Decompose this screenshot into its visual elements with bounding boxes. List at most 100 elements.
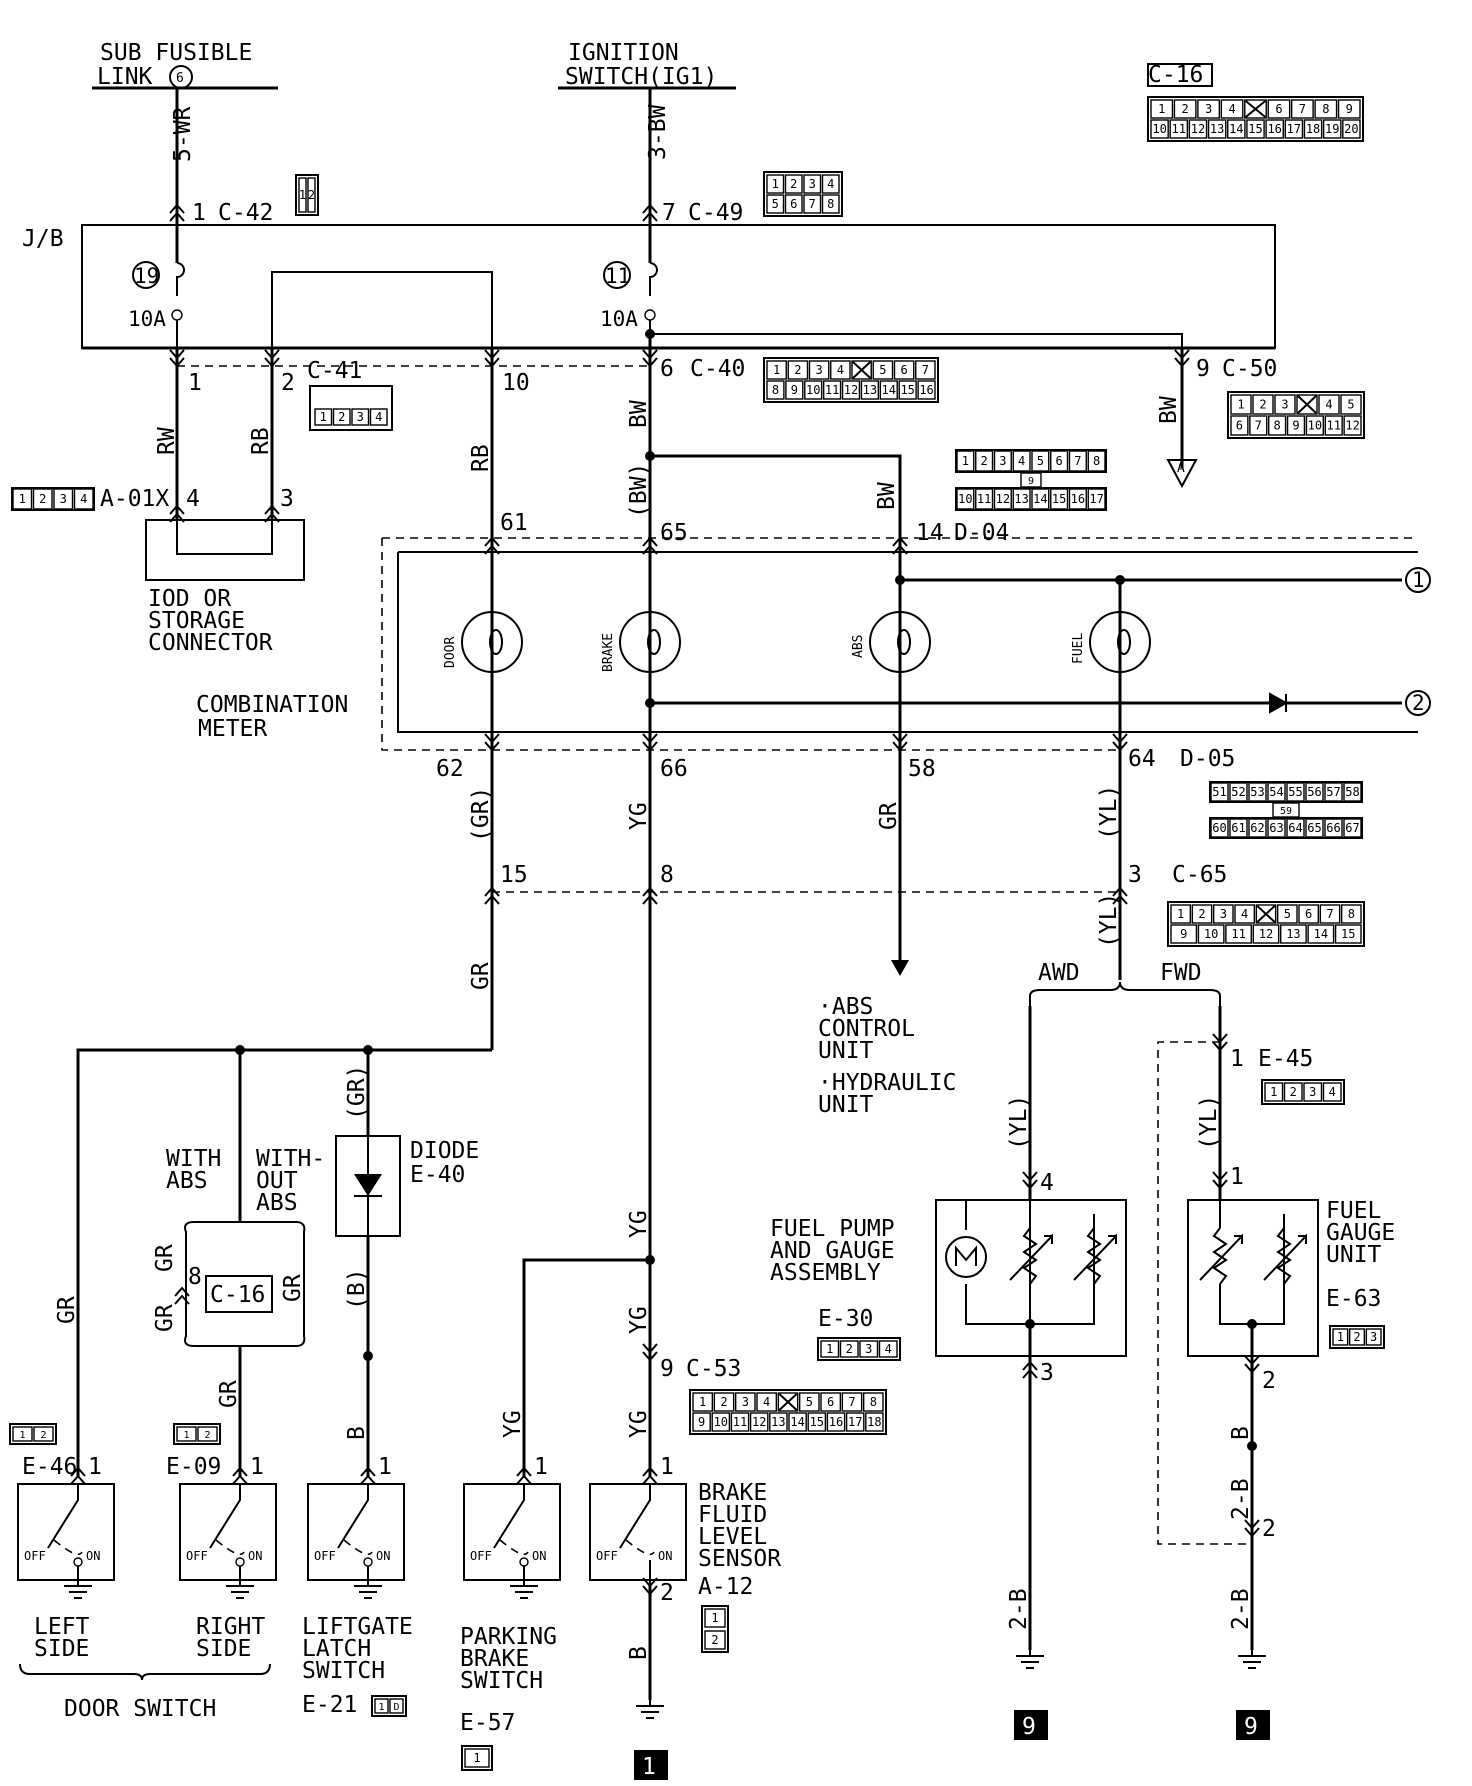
- pin-cell-label: 12: [1191, 122, 1205, 136]
- pin-cell-label: 8: [827, 197, 834, 211]
- pin-cell-label: 60: [1212, 821, 1226, 835]
- pin-cell-label: 63: [1269, 821, 1283, 835]
- pin-cell-label: 6: [1305, 907, 1312, 921]
- pin-cell-label: 10: [1152, 122, 1166, 136]
- pin-cell: [1169, 119, 1189, 139]
- with-abs-label-1: WITH: [166, 1146, 221, 1172]
- pin-61-label: 61: [500, 510, 528, 536]
- pin-cell: [1207, 119, 1227, 139]
- pin-cell: [878, 1340, 898, 1358]
- pin-cell: [1348, 1328, 1366, 1346]
- pin-cell: [820, 1392, 842, 1412]
- pin-cell-label: 57: [1326, 785, 1340, 799]
- diode-label: DIODE: [410, 1138, 479, 1164]
- connector-d05-row-1: [1209, 781, 1363, 803]
- junction-block: J/B 19 10A 11 10A: [22, 224, 1276, 350]
- pin-cell-label: 1: [772, 177, 779, 191]
- pin-cell-label: 4: [1228, 102, 1235, 116]
- switch-travel: [499, 1539, 529, 1556]
- ground-9b-label: 9: [1244, 1714, 1258, 1740]
- pin-cell-label: 1: [19, 492, 26, 506]
- pin-e45-2-label: 2: [1262, 1516, 1276, 1542]
- wire-rw-label: RW: [154, 427, 180, 455]
- connector-a01x-pin-table: [11, 487, 95, 511]
- fuel-gauge-internal: [1219, 1200, 1285, 1325]
- hyd-dest-2: UNIT: [818, 1092, 874, 1118]
- pin-cell-label: 56: [1307, 785, 1321, 799]
- c16-mid-box: [205, 1275, 273, 1313]
- pin-cell-label: 4: [885, 1342, 892, 1356]
- pin-cell: [73, 488, 94, 510]
- connector-d04-row-2: [955, 487, 1107, 511]
- pin-cell-label: 67: [1345, 821, 1359, 835]
- pin-cell: [464, 1748, 490, 1768]
- connector-c65-label: C-65: [1172, 862, 1227, 888]
- pin-cell-label: 5: [772, 197, 779, 211]
- pin-3-label: 3: [280, 486, 294, 512]
- pin-cell-label: 1: [183, 1430, 189, 1441]
- switch-contact: [47, 1484, 79, 1549]
- pin-cell-label: 6: [901, 363, 908, 377]
- pin-cell: [1286, 782, 1305, 802]
- pin-cell-label: 9: [791, 383, 798, 397]
- pin-cell: [1322, 119, 1342, 139]
- pin-cell: [1324, 818, 1343, 838]
- pin-cell-label: 9: [1028, 476, 1034, 487]
- combination-meter: COMBINATION METER 61 65 14 D-04 DOOR BRA…: [196, 510, 1431, 782]
- pin-e30-3-label: 3: [1040, 1360, 1054, 1386]
- wire-b-paren-label: (B): [344, 1268, 370, 1310]
- switch-box: [589, 1483, 687, 1581]
- jb-internal-loop: [271, 271, 493, 348]
- circle-2-label: 2: [1412, 691, 1425, 715]
- pin-cell: [1332, 1328, 1349, 1346]
- connector-d04-label: D-04: [954, 520, 1009, 546]
- switch-box: [307, 1483, 405, 1581]
- pin-cell: [1298, 904, 1320, 924]
- pin-cell: [197, 1426, 218, 1442]
- pin-cell-label: 4: [827, 177, 834, 191]
- pin-cell: [389, 1698, 404, 1714]
- pin-cell-label: D: [393, 1702, 399, 1713]
- lamp-abs-label: ABS: [851, 635, 866, 658]
- pin-cell: [1303, 1082, 1323, 1102]
- pin-cell-label: 1: [826, 1342, 833, 1356]
- pin-cell-label: 7: [1299, 102, 1306, 116]
- liftgate-label-2: LATCH: [302, 1636, 371, 1662]
- pin-cell-label: 6: [1275, 102, 1282, 116]
- pin-cell: [1050, 450, 1069, 472]
- pin-cell: [1249, 415, 1268, 436]
- pin-cell-label: 5: [1284, 907, 1291, 921]
- pin-cell: [704, 1608, 726, 1628]
- pin-cell: [993, 488, 1012, 510]
- abs-dest-1: ·ABS: [818, 994, 873, 1020]
- connector-e09-label: E-09: [166, 1454, 221, 1480]
- pin-cell: [839, 1340, 859, 1358]
- pin-cell-label: 11: [1326, 419, 1340, 433]
- brake-lamp-filament: [647, 629, 661, 655]
- ground-brake: [635, 1699, 665, 1719]
- pin-cell-label: 15: [810, 1415, 824, 1429]
- pin-c49-7: 7: [662, 200, 676, 226]
- connector-c41-label: C-41: [307, 358, 362, 384]
- pin-cell-label: 1: [962, 454, 969, 468]
- pin-cell: [860, 380, 880, 400]
- fuel-gauge-label-3: UNIT: [1326, 1242, 1382, 1268]
- brake-fluid-label-4: SENSOR: [698, 1546, 781, 1572]
- fuse-11-terminal: [644, 309, 656, 321]
- pin-cell-label: 1: [1337, 1330, 1344, 1344]
- pin-cell: [1314, 99, 1338, 119]
- pin-c50-9-label: 9: [1196, 356, 1210, 382]
- pin-cell-label: 10: [806, 383, 820, 397]
- pin-cell: [956, 450, 975, 472]
- wire-gr-s3-label: GR: [280, 1274, 306, 1302]
- switch-terminal: [235, 1557, 245, 1567]
- pin-64-label: 64: [1128, 746, 1156, 772]
- arrow-a-label: A: [1177, 461, 1185, 476]
- brake-lamp: BRAKE: [601, 611, 681, 673]
- fuel-pump-motor: [945, 1236, 987, 1278]
- pin-cell-label: 11: [1172, 122, 1186, 136]
- pin-cell-label: 4: [1325, 398, 1332, 412]
- pin-cell: [1197, 924, 1225, 944]
- pin-cell-label: 20: [1344, 122, 1358, 136]
- switch-ground: [225, 1579, 255, 1599]
